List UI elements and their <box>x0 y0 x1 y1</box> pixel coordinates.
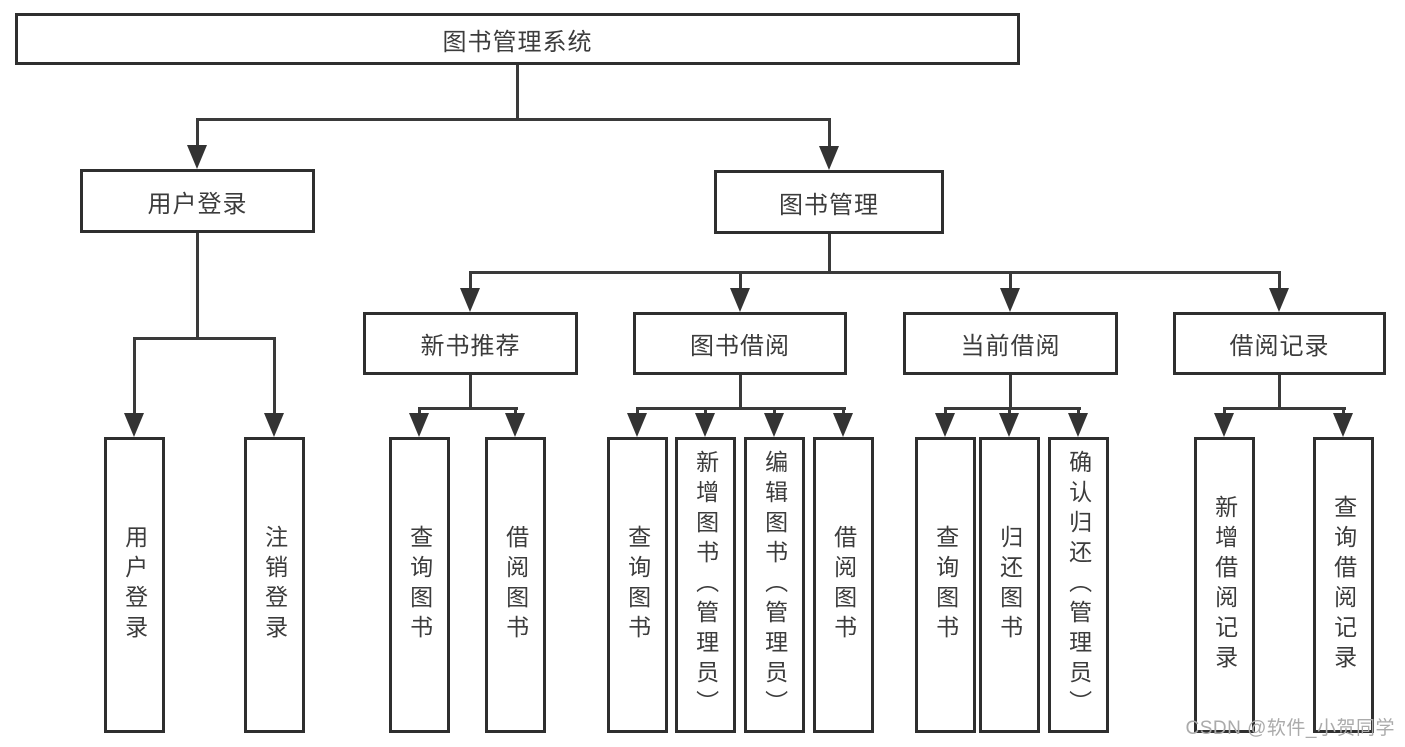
arrow-down-icon <box>764 413 784 437</box>
node-book-borrowing: 图书借阅 <box>633 312 847 375</box>
connector-line <box>1278 271 1281 291</box>
connector-line <box>704 407 707 417</box>
connector-line <box>739 271 742 291</box>
connector-line <box>514 407 517 417</box>
connector-line <box>418 407 518 410</box>
leaf-borrowing-edit-label: 编辑图书（管理员） <box>761 450 788 720</box>
leaf-new-books-query-label: 查询图书 <box>406 525 433 645</box>
node-root: 图书管理系统 <box>15 13 1020 65</box>
leaf-borrowing-borrow-label: 借阅图书 <box>830 525 857 645</box>
connector-line <box>196 233 199 339</box>
connector-line <box>944 407 1081 410</box>
arrow-down-icon <box>1214 413 1234 437</box>
arrow-down-icon <box>460 288 480 312</box>
node-book-management-label: 图书管理 <box>779 191 879 219</box>
node-root-label: 图书管理系统 <box>442 28 593 56</box>
node-current-borrowing-label: 当前借阅 <box>960 333 1061 360</box>
connector-line <box>418 407 421 417</box>
leaf-new-books-borrow: 借阅图书 <box>485 437 546 733</box>
leaf-borrowing-edit: 编辑图书（管理员） <box>744 437 805 733</box>
leaf-current-return: 归还图书 <box>979 437 1040 733</box>
arrow-down-icon <box>1333 413 1353 437</box>
connector-line <box>1223 407 1226 417</box>
node-current-borrowing: 当前借阅 <box>903 312 1118 375</box>
connector-line <box>1009 375 1012 410</box>
connector-line <box>636 407 846 410</box>
node-book-management: 图书管理 <box>714 170 944 234</box>
arrow-down-icon <box>819 146 839 170</box>
leaf-new-books-query: 查询图书 <box>389 437 450 733</box>
connector-line <box>133 337 136 417</box>
node-user-login: 用户登录 <box>80 169 315 233</box>
connector-line <box>1278 375 1281 410</box>
arrow-down-icon <box>833 413 853 437</box>
arrow-down-icon <box>627 413 647 437</box>
leaf-borrowing-add: 新增图书（管理员） <box>675 437 736 733</box>
arrow-down-icon <box>409 413 429 437</box>
node-new-books-label: 新书推荐 <box>420 333 521 360</box>
connector-line <box>196 118 831 121</box>
arrow-down-icon <box>695 413 715 437</box>
arrow-down-icon <box>124 413 144 437</box>
leaf-user-login: 用户登录 <box>104 437 165 733</box>
arrow-down-icon <box>730 288 750 312</box>
leaf-borrowing-borrow: 借阅图书 <box>813 437 874 733</box>
node-borrow-records: 借阅记录 <box>1173 312 1386 375</box>
connector-line <box>842 407 845 417</box>
leaf-new-books-borrow-label: 借阅图书 <box>502 525 529 645</box>
leaf-current-confirm-return-label: 确认归还（管理员） <box>1065 450 1092 720</box>
arrow-down-icon <box>1000 288 1020 312</box>
connector-line <box>516 65 519 118</box>
node-book-borrowing-label: 图书借阅 <box>690 333 790 360</box>
leaf-borrowing-query-label: 查询图书 <box>624 525 651 645</box>
leaf-logout-label: 注销登录 <box>261 525 288 645</box>
arrow-down-icon <box>1269 288 1289 312</box>
connector-line <box>944 407 947 417</box>
connector-line <box>1223 407 1346 410</box>
connector-line <box>1009 271 1012 291</box>
arrow-down-icon <box>999 413 1019 437</box>
leaf-user-login-label: 用户登录 <box>121 525 148 645</box>
arrow-down-icon <box>1068 413 1088 437</box>
node-borrow-records-label: 借阅记录 <box>1229 333 1330 360</box>
node-user-login-label: 用户登录 <box>147 190 248 218</box>
connector-line <box>1008 407 1011 417</box>
leaf-current-query-label: 查询图书 <box>932 525 959 645</box>
leaf-borrowing-add-label: 新增图书（管理员） <box>692 450 719 720</box>
connector-line <box>828 118 831 148</box>
leaf-logout: 注销登录 <box>244 437 305 733</box>
leaf-records-query-label: 查询借阅记录 <box>1330 495 1357 675</box>
arrow-down-icon <box>935 413 955 437</box>
arrow-down-icon <box>264 413 284 437</box>
connector-line <box>739 375 742 410</box>
connector-line <box>273 337 276 417</box>
watermark: CSDN @软件_小贺同学 <box>1185 718 1395 739</box>
connector-line <box>469 271 472 291</box>
leaf-records-add-label: 新增借阅记录 <box>1211 495 1238 675</box>
leaf-records-add: 新增借阅记录 <box>1194 437 1255 733</box>
leaf-current-confirm-return: 确认归还（管理员） <box>1048 437 1109 733</box>
leaf-records-query: 查询借阅记录 <box>1313 437 1374 733</box>
connector-line <box>636 407 639 417</box>
node-new-books: 新书推荐 <box>363 312 578 375</box>
connector-line <box>1342 407 1345 417</box>
connector-line <box>828 234 831 274</box>
leaf-borrowing-query: 查询图书 <box>607 437 668 733</box>
connector-line <box>469 271 1281 274</box>
arrow-down-icon <box>187 145 207 169</box>
connector-line <box>1077 407 1080 417</box>
connector-line <box>773 407 776 417</box>
connector-line <box>133 337 276 340</box>
leaf-current-return-label: 归还图书 <box>996 525 1023 645</box>
arrow-down-icon <box>505 413 525 437</box>
connector-line <box>469 375 472 410</box>
connector-line <box>196 118 199 148</box>
leaf-current-query: 查询图书 <box>915 437 976 733</box>
